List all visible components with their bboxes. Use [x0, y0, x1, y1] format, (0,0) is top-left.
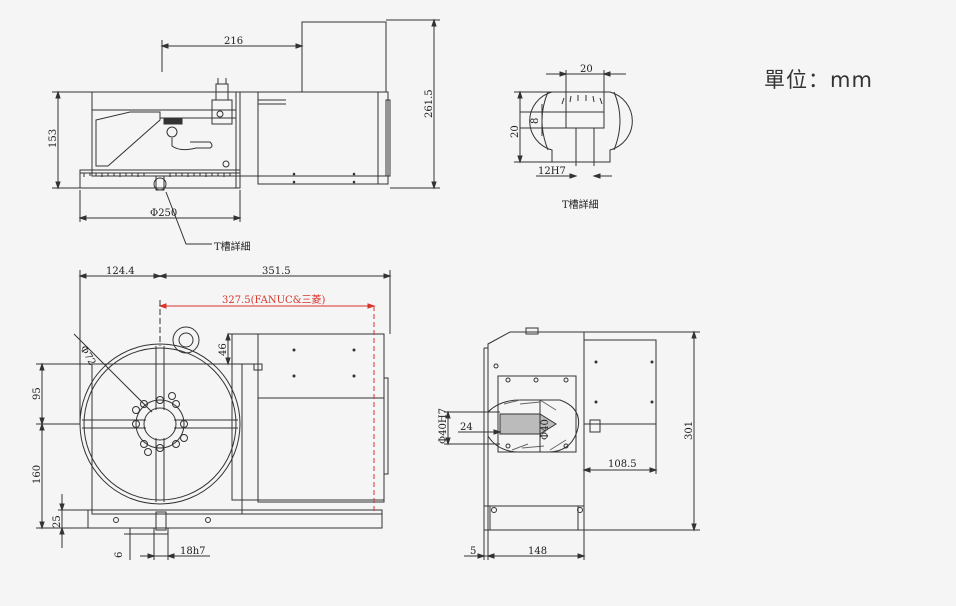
- top-elevation-view: [52, 18, 440, 245]
- t-slot-detail: [514, 70, 633, 179]
- dim-301: 301: [684, 421, 695, 440]
- front-view: [36, 270, 392, 560]
- dim-5: 5: [470, 546, 476, 557]
- dim-327-5-fanuc: 327.5(FANUC&三菱): [222, 294, 326, 306]
- t-slot-callout: T槽詳細: [214, 240, 251, 253]
- dim-phi-40: Φ40: [540, 419, 551, 440]
- dim-153: 153: [48, 129, 59, 148]
- dim-t-20-height: 20: [510, 125, 521, 138]
- dim-124-4: 124.4: [106, 266, 135, 277]
- dim-148: 148: [528, 546, 547, 557]
- side-view: [444, 327, 700, 560]
- dim-t-20-width: 20: [580, 64, 593, 75]
- dim-108-5: 108.5: [608, 459, 637, 470]
- dim-24: 24: [460, 422, 473, 433]
- dim-t-8: 8: [530, 118, 541, 124]
- t-slot-title: T槽詳細: [562, 198, 599, 211]
- dim-261-5: 261.5: [424, 89, 435, 118]
- dim-18h7: 18h7: [180, 546, 206, 557]
- dim-6: 6: [114, 552, 125, 558]
- dim-phi-250: Φ250: [150, 208, 177, 219]
- dim-46: 46: [218, 343, 229, 356]
- units-label: 單位：mm: [764, 68, 873, 92]
- dim-12h7: 12H7: [538, 166, 566, 177]
- dimension-labels: 216 153 261.5 Φ250 T槽詳細 20 8 20 12H7 T槽詳…: [32, 36, 695, 558]
- dim-phi-40h7: Φ40H7: [438, 408, 449, 444]
- dim-216: 216: [224, 36, 243, 47]
- dim-351-5: 351.5: [262, 266, 291, 277]
- dim-160: 160: [32, 465, 43, 484]
- dim-25: 25: [52, 515, 63, 528]
- dim-95: 95: [32, 387, 43, 400]
